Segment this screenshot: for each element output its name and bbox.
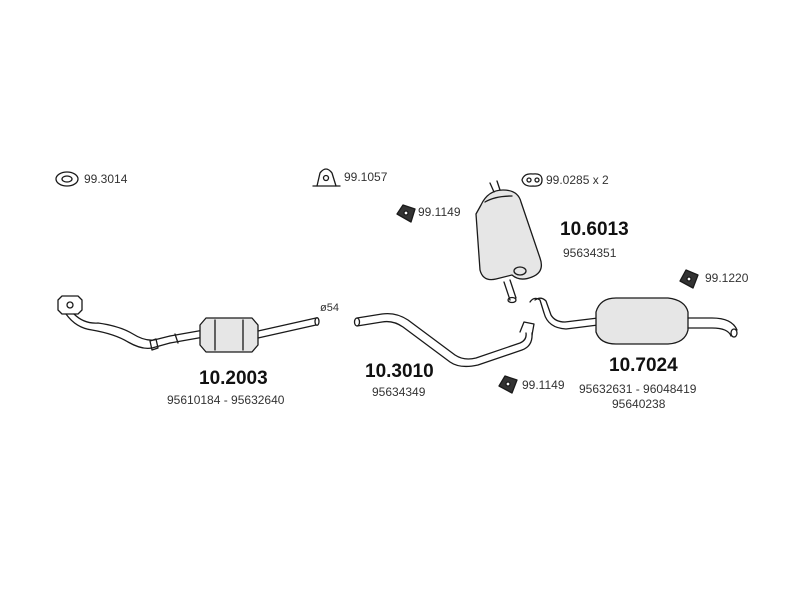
middle-part-number: 10.3010: [365, 361, 434, 382]
rear-oem-numbers-line2: 95640238: [612, 397, 666, 411]
flange-gasket-icon: [521, 173, 543, 187]
hanger-mid-upper-label: 99.1149: [418, 205, 461, 219]
hanger-mid-lower-label: 99.1149: [522, 378, 565, 392]
front-pipe-drawing: [57, 295, 320, 353]
gasket-pair-label: 99.0285 x 2: [546, 173, 609, 187]
rear-oem-numbers-line1: 95632631 - 96048419: [579, 382, 697, 396]
gasket-front-label: 99.3014: [84, 172, 128, 186]
rubber-hanger-icon: [396, 204, 416, 223]
middle-pipe-drawing: [353, 312, 535, 368]
middle-oem-numbers: 95634349: [372, 385, 426, 399]
rear-part-number: 10.7024: [609, 355, 678, 376]
rubber-hanger-icon: [679, 269, 699, 289]
center-silencer-part-number: 10.6013: [560, 219, 629, 240]
front-oem-numbers: 95610184 - 95632640: [167, 393, 285, 407]
rear-silencer-drawing: [529, 297, 738, 345]
center-silencer-oem-numbers: 95634351: [563, 246, 617, 260]
clamp-label: 99.1057: [344, 170, 388, 184]
front-part-number: 10.2003: [199, 368, 268, 389]
u-clamp-icon: [312, 168, 341, 187]
rubber-hanger-icon: [498, 375, 518, 394]
ring-gasket-icon: [55, 171, 79, 187]
hanger-rear-label: 99.1220: [705, 271, 749, 285]
center-silencer-drawing: [475, 180, 543, 304]
pipe-diameter-label: ø54: [320, 302, 339, 314]
